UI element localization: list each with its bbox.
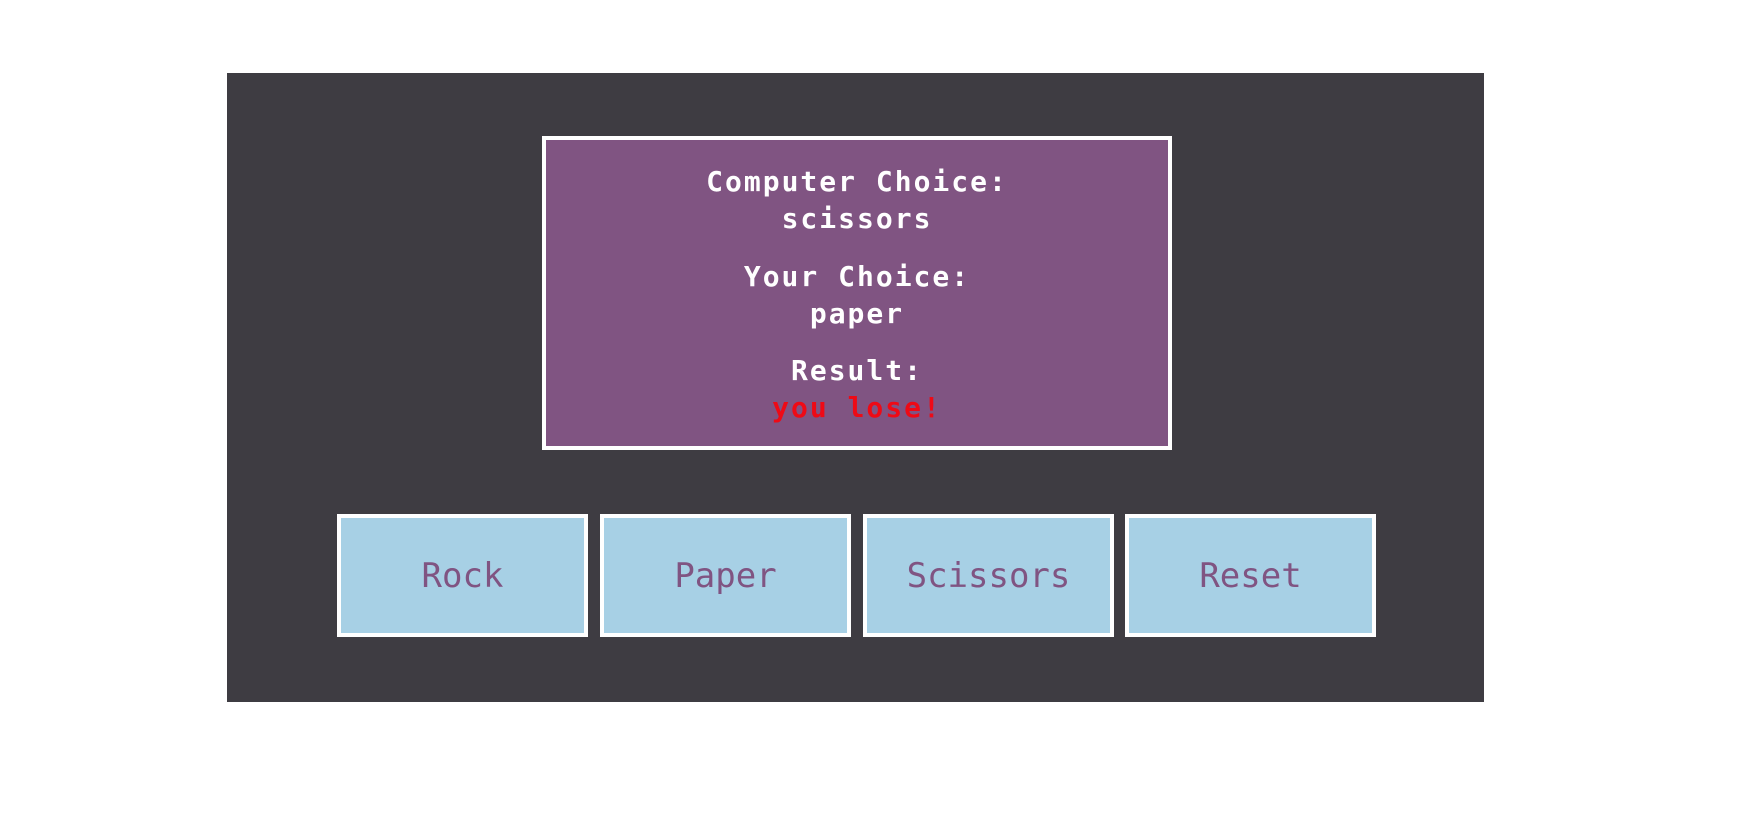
computer-choice-label: Computer Choice: [706, 165, 1008, 198]
result-label: Result: [790, 354, 923, 387]
result-display: Computer Choice: scissors Your Choice: p… [542, 136, 1172, 450]
your-choice-value: paper [809, 297, 905, 330]
rock-button[interactable]: Rock [337, 514, 588, 637]
reset-button[interactable]: Reset [1125, 514, 1376, 637]
game-panel: Computer Choice: scissors Your Choice: p… [227, 73, 1484, 702]
computer-choice-value: scissors [781, 202, 933, 235]
result-value: you lose! [772, 391, 942, 424]
your-choice-label: Your Choice: [743, 260, 971, 293]
paper-button[interactable]: Paper [600, 514, 851, 637]
scissors-button[interactable]: Scissors [863, 514, 1114, 637]
